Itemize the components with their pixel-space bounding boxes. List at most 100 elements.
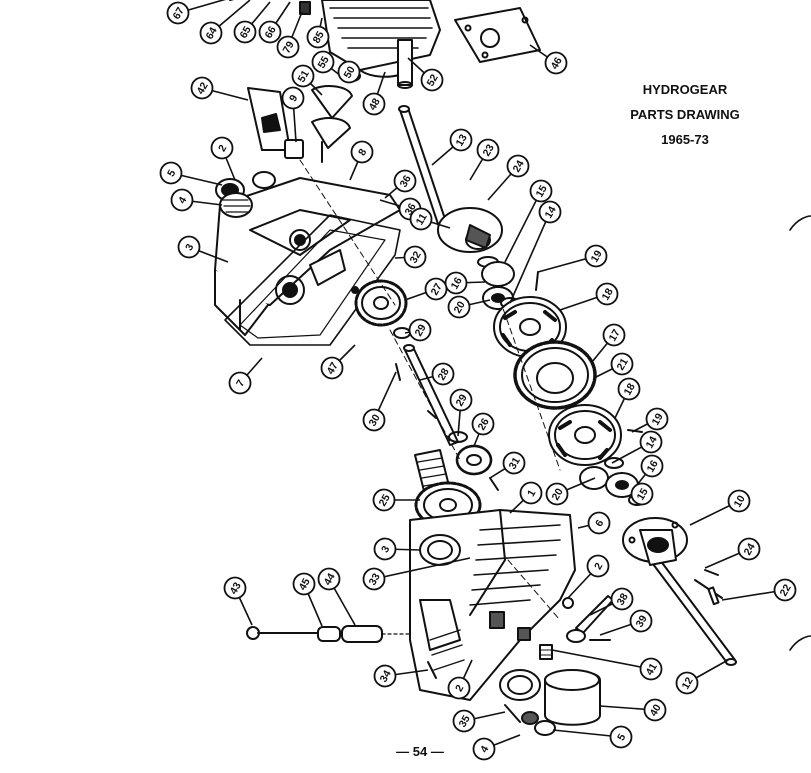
callout-bubble <box>727 489 751 513</box>
callout-number: 33 <box>367 571 383 587</box>
callout-bubble <box>645 407 669 431</box>
cylinder-block-lower <box>548 404 643 466</box>
callout-bubble <box>233 20 257 44</box>
callout-bubble <box>643 698 667 722</box>
callout-16: 16 <box>640 454 664 478</box>
callout-14: 14 <box>538 200 562 224</box>
callout-number: 30 <box>367 412 383 428</box>
callout-number: 45 <box>297 576 313 592</box>
callout-5: 5 <box>159 161 183 185</box>
callout-bubble <box>362 92 386 116</box>
linkage-rod-43-45 <box>246 625 411 643</box>
callout-number: 47 <box>325 360 341 376</box>
callout-number: 22 <box>778 582 794 598</box>
callout-bubble <box>538 200 562 224</box>
callout-bubble <box>452 709 476 733</box>
callout-31: 31 <box>502 451 526 475</box>
callout-64: 64 <box>199 21 223 45</box>
callout-bubble <box>737 537 761 561</box>
callout-bubble <box>337 60 361 84</box>
callout-bubble <box>595 282 619 306</box>
callout-32: 32 <box>403 245 427 269</box>
callout-number: 26 <box>476 416 492 432</box>
callout-1: 1 <box>519 481 543 505</box>
callout-bubble <box>587 511 611 535</box>
callout-bubble <box>408 318 432 342</box>
callout-bubble <box>640 454 664 478</box>
callout-number: 28 <box>436 366 452 382</box>
callout-bubble <box>409 207 433 231</box>
callout-bubble <box>476 138 500 162</box>
callout-13: 13 <box>449 128 473 152</box>
callout-bubble <box>471 412 495 436</box>
callout-bubble <box>306 25 330 49</box>
callout-number: 16 <box>645 458 661 474</box>
callout-bubble <box>519 481 543 505</box>
callout-number: 4 <box>176 195 189 206</box>
callout-30: 30 <box>362 408 386 432</box>
callout-number: 5 <box>165 168 178 179</box>
callout-26: 26 <box>471 412 495 436</box>
callout-65: 65 <box>233 20 257 44</box>
callout-52: 52 <box>420 68 444 92</box>
callout-number: 17 <box>607 327 623 343</box>
callout-number: 43 <box>228 580 244 596</box>
callout-42: 42 <box>190 76 214 100</box>
callout-number: 2 <box>216 143 229 154</box>
callout-number: 10 <box>732 493 748 509</box>
callout-number: 5 <box>615 732 628 743</box>
control-linkage <box>562 595 614 643</box>
callout-5: 5 <box>609 725 633 749</box>
callout-number: 29 <box>413 322 429 338</box>
callout-66: 66 <box>258 20 282 44</box>
callout-bubble <box>159 161 183 185</box>
callout-29: 29 <box>408 318 432 342</box>
callout-20: 20 <box>447 295 471 319</box>
callout-51: 51 <box>291 64 315 88</box>
callout-bubble <box>223 576 247 600</box>
callout-number: 14 <box>644 434 660 450</box>
callout-43: 43 <box>223 576 247 600</box>
callout-19: 19 <box>645 407 669 431</box>
callout-12: 12 <box>675 671 699 695</box>
callout-bubble <box>545 482 569 506</box>
callout-number: 39 <box>634 613 650 629</box>
callout-bubble <box>431 362 455 386</box>
callout-leader <box>504 190 542 263</box>
callout-number: 40 <box>648 702 664 718</box>
callout-38: 38 <box>610 587 634 611</box>
callout-36: 36 <box>393 169 417 193</box>
callout-bubble <box>602 323 626 347</box>
callout-45: 45 <box>292 572 316 596</box>
callout-number: 67 <box>171 5 187 21</box>
callout-number: 14 <box>543 204 559 220</box>
callout-3: 3 <box>177 235 201 259</box>
callout-27: 27 <box>424 277 448 301</box>
callout-bubble <box>472 737 496 761</box>
callout-bubble <box>449 128 473 152</box>
callout-2: 2 <box>586 554 610 578</box>
callout-bubble <box>544 51 568 75</box>
callout-bubble <box>773 578 797 602</box>
callout-25: 25 <box>372 488 396 512</box>
callout-number: 2 <box>592 561 605 572</box>
callout-number: 32 <box>408 249 424 265</box>
callout-48: 48 <box>362 92 386 116</box>
callout-number: 35 <box>457 713 473 729</box>
callout-bubble <box>311 50 335 74</box>
callout-bubble <box>447 676 471 700</box>
callout-bubble <box>190 76 214 100</box>
callout-number: 66 <box>263 24 279 40</box>
callout-35: 35 <box>452 709 476 733</box>
callout-79: 79 <box>276 35 300 59</box>
callout-bubble <box>199 21 223 45</box>
callout-24: 24 <box>506 154 530 178</box>
callout-bubble <box>210 136 234 160</box>
callout-4: 4 <box>472 737 496 761</box>
callout-number: 27 <box>429 281 445 297</box>
callout-40: 40 <box>643 698 667 722</box>
ring-gear-21 <box>513 340 597 410</box>
callout-bubble <box>170 188 194 212</box>
